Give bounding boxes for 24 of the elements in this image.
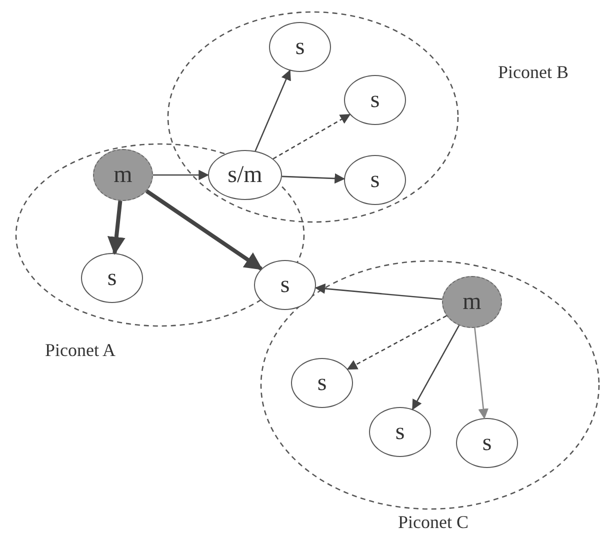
arrow: [412, 325, 460, 410]
arrow: [107, 200, 126, 255]
arrow: [272, 114, 351, 160]
arrow: [254, 70, 291, 152]
slave-node: s: [456, 418, 518, 468]
piconet-label: Piconet C: [398, 512, 468, 533]
arrow: [146, 189, 263, 271]
master-node: m: [442, 276, 502, 328]
slave-node: s/m: [208, 150, 282, 200]
slave-node: s: [344, 75, 406, 125]
slave-node: s: [81, 253, 143, 303]
slave-node: s: [291, 358, 353, 408]
arrow: [346, 315, 447, 370]
slave-node: s: [369, 407, 431, 457]
slave-node: s: [269, 22, 331, 72]
arrow: [153, 170, 210, 180]
arrow: [282, 173, 346, 184]
piconet-label: Piconet B: [498, 62, 568, 83]
arrow: [474, 328, 489, 420]
piconet-label: Piconet A: [45, 340, 116, 361]
slave-node: s: [344, 155, 406, 205]
arrow: [314, 283, 442, 300]
slave-node: s: [254, 260, 316, 310]
master-node: m: [93, 149, 153, 201]
